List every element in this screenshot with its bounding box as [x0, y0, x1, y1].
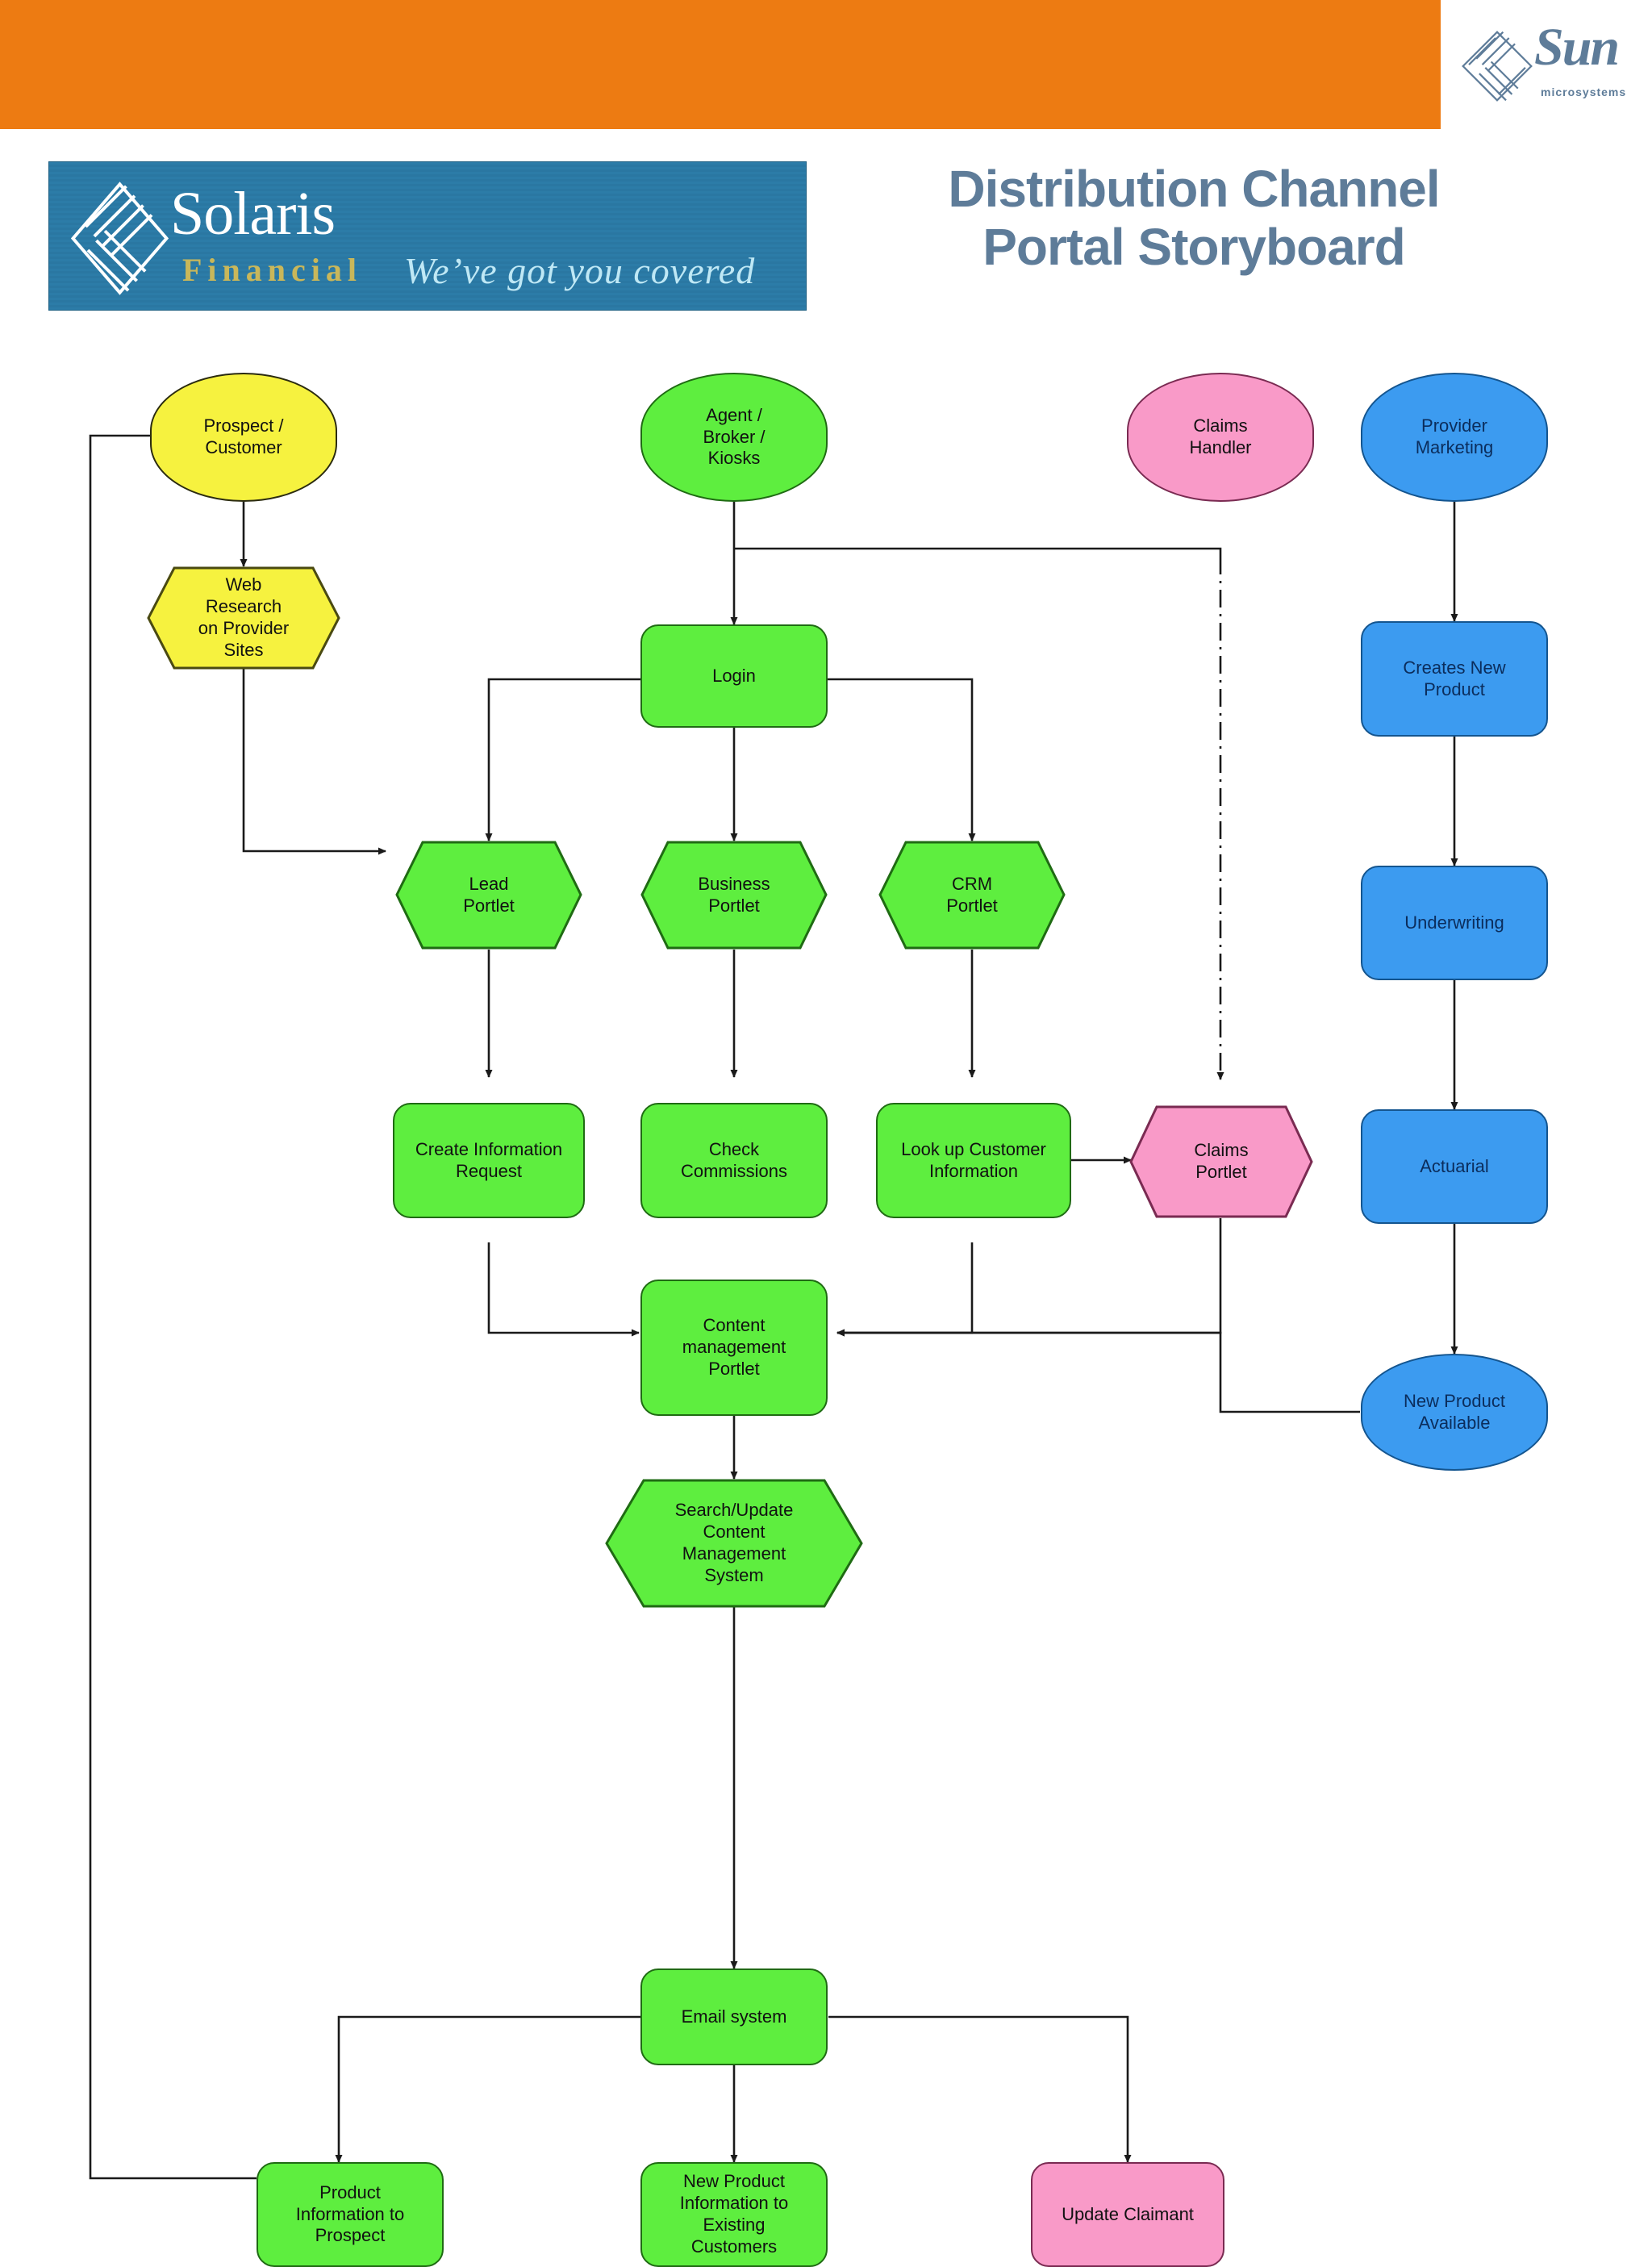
sun-diamond-icon [1462, 31, 1533, 102]
node-label: Agent /Broker /Kiosks [703, 404, 766, 469]
node-underwriting[interactable]: Underwriting [1361, 866, 1548, 980]
brand-name: Solaris [170, 180, 336, 248]
flowchart-canvas: Prospect /Customer Agent /Broker /Kiosks… [0, 347, 1652, 2267]
sun-microsystems-logo: Sun microsystems [1460, 15, 1629, 119]
page-title: Distribution Channel Portal Storyboard [823, 160, 1565, 277]
hexagon-shape [605, 1479, 863, 1608]
hexagon-shape [878, 841, 1066, 950]
brand-tagline: We’ve got you covered [404, 250, 756, 291]
solaris-financial-logo: Solaris Financial We’ve got you covered [48, 161, 807, 311]
page-title-line2: Portal Storyboard [982, 218, 1406, 277]
node-label: Email system [681, 2006, 787, 2027]
page-title-line1: Distribution Channel [948, 160, 1440, 218]
solaris-diamond-icon [70, 182, 169, 295]
node-label: Update Claimant [1062, 2203, 1194, 2224]
node-email-system[interactable]: Email system [640, 1968, 828, 2065]
orange-header-band [0, 0, 1441, 129]
sun-wordmark: Sun [1534, 18, 1620, 77]
node-label: Login [712, 665, 756, 686]
flowchart-connectors [89, 432, 1458, 2180]
node-prospect-customer[interactable]: Prospect /Customer [150, 373, 337, 502]
hexagon-shape [395, 841, 582, 950]
hexagon-shape [640, 841, 828, 950]
node-login[interactable]: Login [640, 624, 828, 728]
node-agent-broker-kiosks[interactable]: Agent /Broker /Kiosks [640, 373, 828, 502]
node-actuarial[interactable]: Actuarial [1361, 1109, 1548, 1224]
node-label: Actuarial [1420, 1155, 1489, 1176]
node-label: Underwriting [1404, 912, 1504, 933]
sun-sub-wordmark: microsystems [1541, 86, 1627, 98]
hexagon-shape [1129, 1105, 1313, 1218]
hexagon-shape [147, 566, 340, 670]
node-update-claimant[interactable]: Update Claimant [1031, 2162, 1224, 2267]
brand-subname: Financial [182, 252, 363, 288]
node-label: Prospect /Customer [203, 415, 284, 457]
